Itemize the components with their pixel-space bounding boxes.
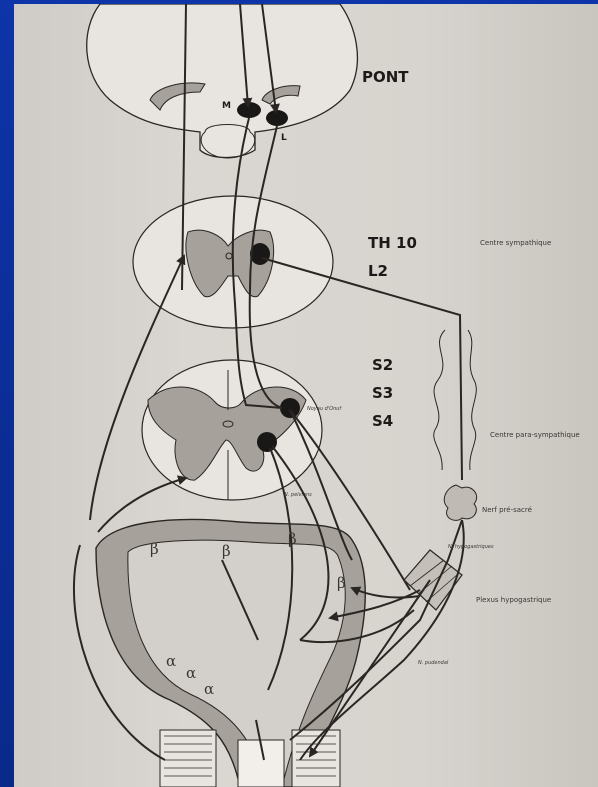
label-m: M (222, 101, 231, 111)
label-centre-sympathique: Centre sympathique (480, 239, 551, 247)
label-s4: S4 (372, 412, 393, 430)
hypogastric-plexus (404, 550, 462, 610)
label-n-pudendal: N. pudendal (418, 660, 449, 666)
alpha-receptor-1: α (166, 652, 176, 670)
pons-section: M L (87, 4, 358, 158)
label-l: L (281, 133, 287, 143)
beta-receptor-1: β (150, 540, 159, 558)
innervation-diagram: M L Noyau d'Onuf N. pelviens (14, 4, 598, 787)
pons-nucleus-l (266, 110, 288, 126)
beta-receptor-4: β (337, 574, 346, 592)
label-n-pelviens: N. pelviens (284, 492, 312, 498)
label-th10: TH 10 (368, 234, 417, 252)
label-nerf-pre-sacre: Nerf pré-sacré (482, 506, 532, 514)
label-l2: L2 (368, 262, 388, 280)
label-s3: S3 (372, 384, 393, 402)
sympathetic-chain (434, 330, 477, 520)
label-noyau-onuf: Noyau d'Onuf (307, 406, 342, 412)
label-centre-para-sympathique: Centre para-sympathique (490, 431, 580, 439)
pons-nucleus-m (237, 102, 261, 118)
sacral-spinal-section: Noyau d'Onuf N. pelviens (142, 360, 342, 500)
parasympathetic-nucleus (280, 398, 300, 418)
alpha-receptor-2: α (186, 664, 196, 682)
label-s2: S2 (372, 356, 393, 374)
alpha-receptor-3: α (204, 680, 214, 698)
beta-receptor-2: β (222, 542, 231, 560)
label-plexus-hypogastrique: Plexus hypogastrique (476, 596, 551, 604)
book-page-photo: M L Noyau d'Onuf N. pelviens (14, 4, 598, 787)
label-n-hypogastriques: N. hypogastriques (448, 544, 494, 550)
label-pont: PONT (362, 68, 409, 86)
